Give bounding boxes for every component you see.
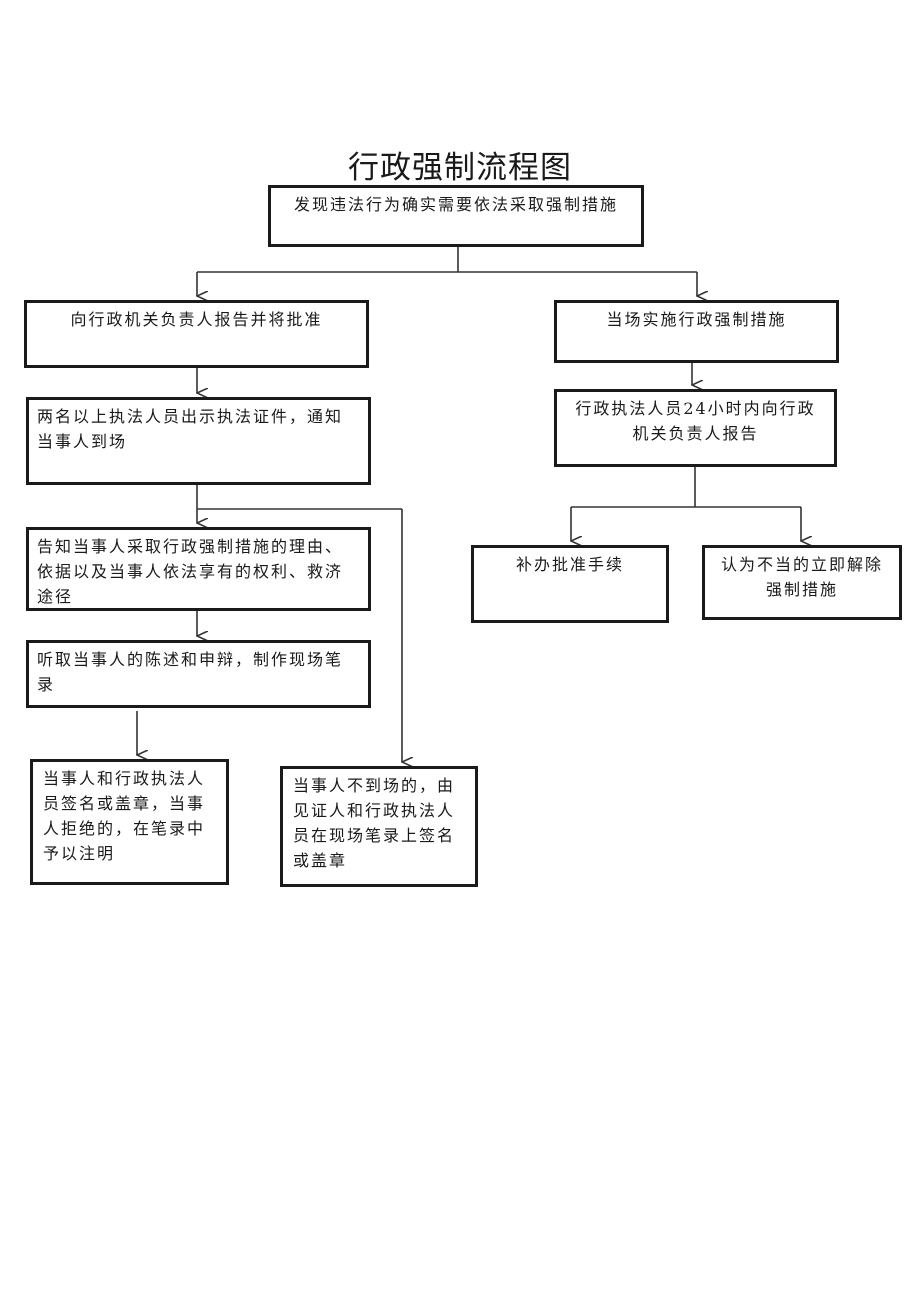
node-release: 认为不当的立即解除 强制措施: [702, 545, 902, 620]
node-hearing: 听取当事人的陈述和申辩，制作现场笔 录: [26, 640, 371, 708]
diagram-title: 行政强制流程图: [348, 150, 572, 186]
node-start: 发现违法行为确实需要依法采取强制措施: [268, 185, 644, 247]
node-supplement: 补办批准手续: [471, 545, 669, 623]
node-onsite: 当场实施行政强制措施: [554, 300, 839, 363]
node-inform: 告知当事人采取行政强制措施的理由、 依据以及当事人依法享有的权利、救济 途径: [26, 527, 371, 611]
node-report-approve: 向行政机关负责人报告并将批准: [24, 300, 369, 368]
node-show-id: 两名以上执法人员出示执法证件，通知 当事人到场: [26, 397, 371, 485]
node-report-24h: 行政执法人员24小时内向行政 机关负责人报告: [554, 389, 837, 467]
node-absent: 当事人不到场的，由 见证人和行政执法人 员在现场笔录上签名 或盖章: [280, 766, 478, 887]
node-sign: 当事人和行政执法人 员签名或盖章，当事 人拒绝的，在笔录中 予以注明: [30, 759, 229, 885]
